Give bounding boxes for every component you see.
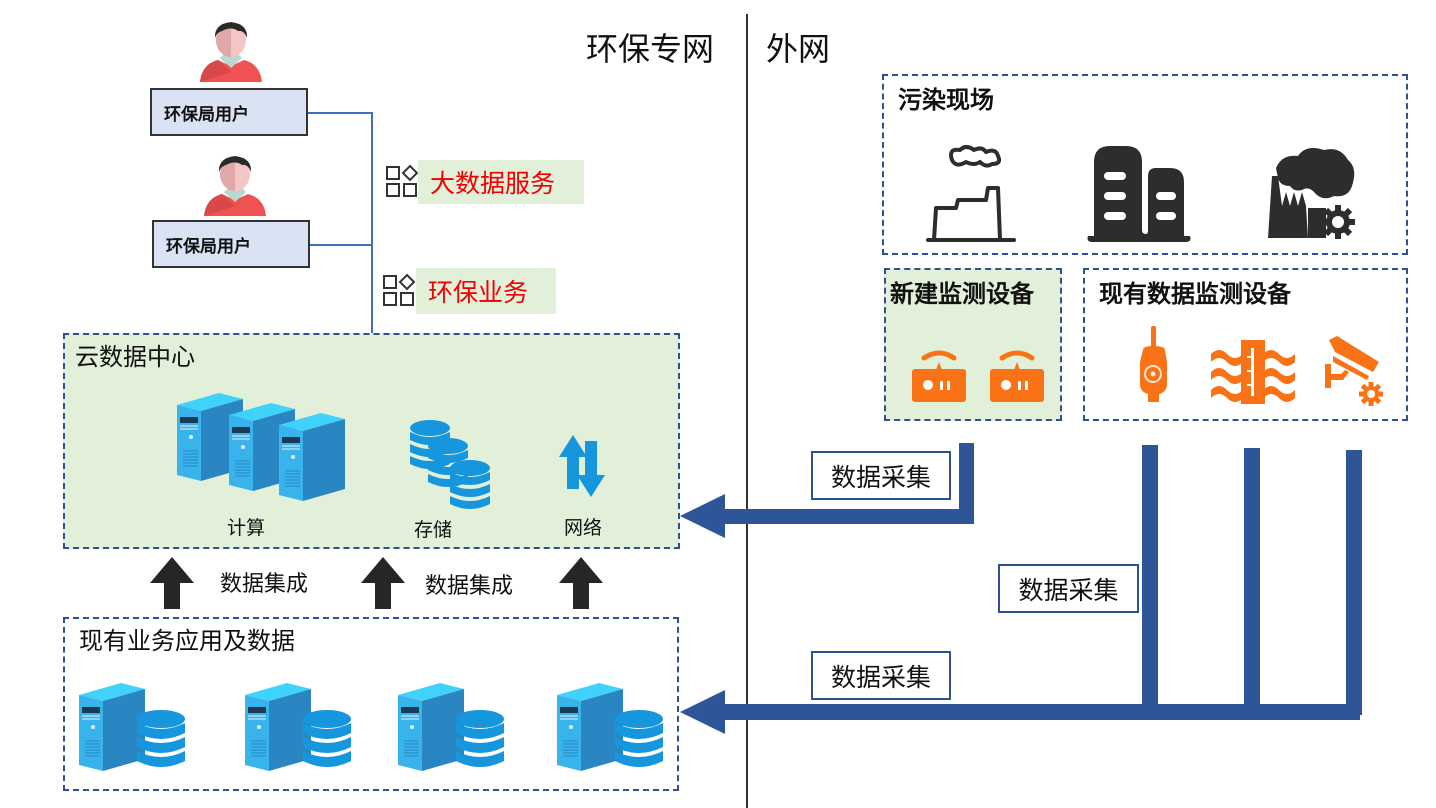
database-stack-icon <box>410 420 505 520</box>
server-cluster-icon <box>177 393 367 511</box>
connector-line <box>307 112 373 333</box>
flow-line <box>1244 448 1260 712</box>
flow-line <box>959 443 974 524</box>
buildings-icon <box>1086 146 1192 244</box>
pollution-site-title: 污染现场 <box>898 86 994 114</box>
up-arrow-icon <box>150 557 194 609</box>
flow-line <box>1142 445 1158 712</box>
flow-arrowhead <box>680 494 725 538</box>
remote-controller-icon <box>990 350 1044 402</box>
new-monitoring-devices: 新建监测设备 <box>884 268 1062 421</box>
flow-line <box>1346 450 1362 715</box>
cloud-center-title: 云数据中心 <box>75 343 195 371</box>
flow-line <box>724 704 1360 720</box>
pollution-site: 污染现场 <box>882 74 1408 255</box>
new-devices-title: 新建监测设备 <box>890 280 1034 308</box>
existing-apps-title: 现有业务应用及数据 <box>79 627 295 655</box>
service-env-business[interactable]: 环保业务 <box>383 268 556 314</box>
remote-controller-icon <box>912 350 966 402</box>
up-arrow-icon <box>361 557 405 609</box>
factory-smoke-gear-icon <box>1268 146 1360 242</box>
up-arrow-icon <box>559 557 603 609</box>
existing-monitoring-devices: 现有数据监测设备 <box>1083 268 1408 421</box>
integration-label: 数据集成 <box>425 574 514 599</box>
collection-label-box: 数据采集 <box>811 651 951 700</box>
flow-arrowhead <box>680 690 725 734</box>
compute-label: 计算 <box>227 517 266 539</box>
user-avatar-icon <box>202 154 268 218</box>
user-avatar-icon <box>198 20 264 84</box>
service-big-data[interactable]: 大数据服务 <box>386 160 584 204</box>
collection-label-box: 数据采集 <box>811 451 951 500</box>
sensor-gauge-icon <box>1140 326 1167 402</box>
factory-outline-icon <box>926 144 1022 244</box>
network-divider <box>746 14 748 808</box>
storage-label: 存储 <box>414 519 453 541</box>
existing-devices-title: 现有数据监测设备 <box>1099 280 1291 308</box>
integration-label: 数据集成 <box>220 572 309 597</box>
app-grid-icon <box>383 268 416 314</box>
cctv-camera-gear-icon <box>1325 336 1383 406</box>
zone-title-private-network: 环保专网 <box>586 30 715 68</box>
up-down-arrows-icon <box>557 435 617 499</box>
zone-title-external-network: 外网 <box>766 30 831 68</box>
collection-label: 数据采集 <box>830 662 931 692</box>
flow-line <box>724 509 974 524</box>
app-grid-icon <box>386 160 419 204</box>
existing-apps-data: 现有业务应用及数据 <box>63 617 679 791</box>
user-label: 环保局用户 <box>166 236 251 257</box>
network-label: 网络 <box>564 517 603 539</box>
collection-label: 数据采集 <box>1018 575 1119 605</box>
user-label: 环保局用户 <box>164 104 249 125</box>
user-box[interactable]: 环保局用户 <box>152 220 310 268</box>
collection-label: 数据采集 <box>830 462 931 492</box>
integration-arrows <box>150 557 603 609</box>
service-label: 大数据服务 <box>418 160 584 204</box>
service-label: 环保业务 <box>416 268 556 314</box>
cloud-data-center: 云数据中心 计算 <box>63 333 680 549</box>
user-box[interactable]: 环保局用户 <box>150 88 308 136</box>
water-quality-icon <box>1211 340 1295 404</box>
collection-label-box: 数据采集 <box>998 564 1139 613</box>
